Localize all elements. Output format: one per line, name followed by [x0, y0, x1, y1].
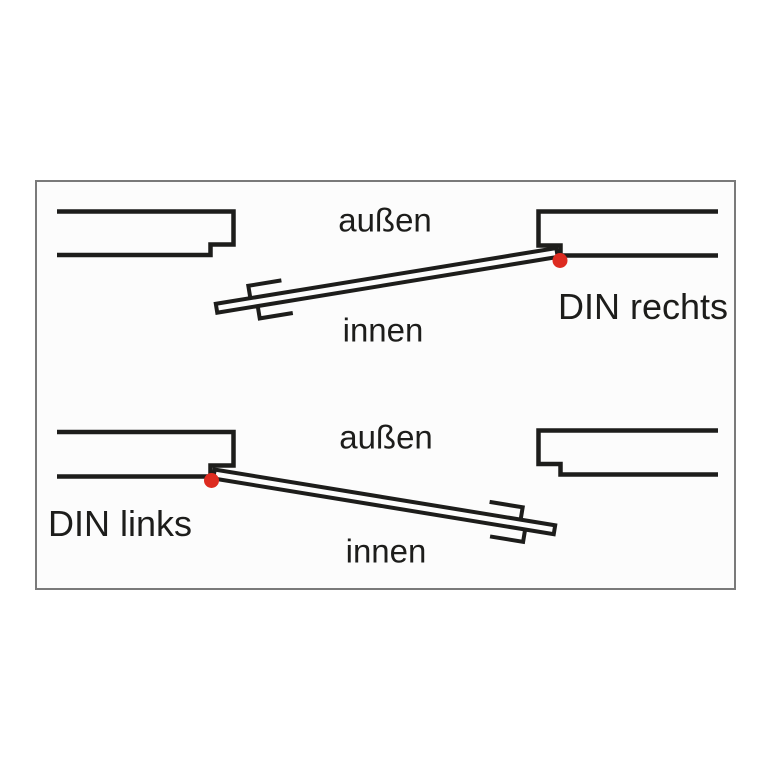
wall-top-right: [536, 209, 718, 258]
door-handle-inside-icon: [489, 529, 528, 545]
diagram-frame: [35, 180, 736, 590]
label-din-rechts: DIN rechts: [557, 286, 729, 327]
wall-bottom-right: [536, 428, 718, 477]
door-leaf-bottom: [210, 467, 558, 537]
label-din-links: DIN links: [47, 503, 193, 544]
door-handle-outside-icon: [489, 499, 525, 520]
door-handle-inside-icon: [255, 305, 294, 321]
label-innen-top: innen: [342, 311, 424, 349]
hinge-dot-din-rechts: [552, 253, 568, 268]
door-handle-outside-icon: [246, 278, 282, 299]
label-aussen-bottom: außen: [339, 418, 433, 456]
label-innen-bottom: innen: [345, 532, 427, 570]
hinge-dot-din-links: [204, 473, 219, 488]
label-aussen-top: außen: [338, 201, 432, 239]
wall-top-left: [57, 209, 236, 258]
door-leaf-din-rechts: [213, 245, 561, 321]
door-leaf-top: [213, 245, 561, 315]
wall-bottom-left: [57, 429, 236, 479]
